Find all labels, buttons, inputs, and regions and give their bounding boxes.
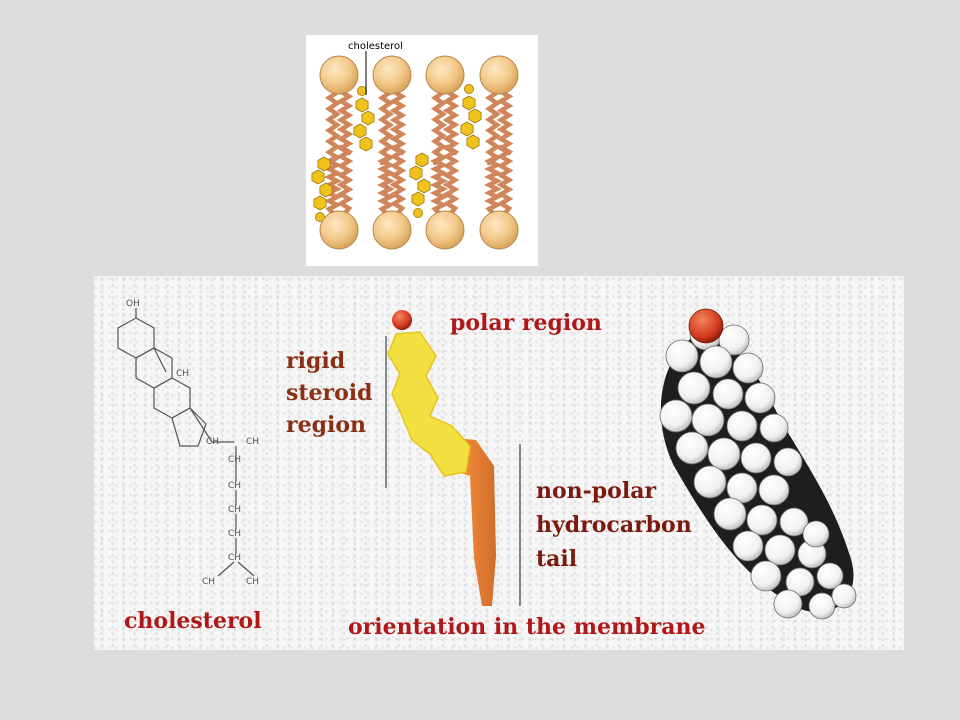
cholesterol-molecule xyxy=(311,156,333,222)
hydrogen-carbon-atom xyxy=(677,371,711,405)
membrane-bilayer-diagram: cholesterol xyxy=(306,35,538,266)
ring-b xyxy=(135,347,173,389)
lipid-tail xyxy=(496,144,514,216)
ring-a xyxy=(117,317,155,359)
hydrogen-carbon-atom xyxy=(802,520,830,548)
formula-ch2-b: CH xyxy=(228,505,241,515)
hydrogen-carbon-atom xyxy=(746,504,778,536)
hydrogen-carbon-atom xyxy=(665,339,699,373)
rigid-steroid-label: rigid steroid region xyxy=(286,348,373,438)
cholesterol-molecule xyxy=(409,152,431,218)
membrane-bilayer-svg: cholesterol xyxy=(311,41,519,250)
lipid-tail xyxy=(430,84,448,166)
lipid-tail xyxy=(336,144,354,216)
cholesterol-title: cholesterol xyxy=(124,608,262,634)
formula-labels: OH CH CH CH CH CH CH CH CH CH CH xyxy=(126,299,259,587)
hydrogen-carbon-atom xyxy=(659,399,693,433)
lipid-tail xyxy=(483,154,503,216)
hydrogen-carbon-atom xyxy=(758,474,790,506)
lipid-head xyxy=(372,55,412,95)
nonpolar-label-line1: non-polar xyxy=(536,478,656,504)
ring-d xyxy=(171,407,207,447)
cholesterol-molecule xyxy=(353,86,375,152)
lipid-head xyxy=(319,210,359,250)
orientation-label: orientation in the membrane xyxy=(348,614,705,640)
hydrogen-carbon-atom xyxy=(732,530,764,562)
lipid-tail xyxy=(442,84,460,156)
lipid-head xyxy=(372,210,412,250)
formula-ch3-a: CH xyxy=(206,437,219,447)
formula-ch2-a: CH xyxy=(228,481,241,491)
hydrogen-carbon-atom xyxy=(764,534,796,566)
nonpolar-tail-label: non-polar hydrocarbon tail xyxy=(536,478,692,572)
hydrogen-carbon-atom xyxy=(726,410,758,442)
hydrogen-carbon-atom xyxy=(759,413,789,443)
cholesterol-structure-panel: OH CH CH CH CH CH CH CH CH CH CH cholest… xyxy=(94,276,904,650)
lipid-heads xyxy=(319,55,519,250)
hydrogen-carbon-atom xyxy=(712,378,744,410)
formula-ch3-c: CH xyxy=(202,577,215,587)
polar-region-label: polar region xyxy=(450,310,602,336)
rigid-label-line2: steroid xyxy=(286,380,373,406)
formula-oh: OH xyxy=(126,299,140,309)
rigid-label-line3: region xyxy=(286,412,366,438)
formula-ch-tail: CH xyxy=(228,553,241,563)
lipid-tail xyxy=(429,154,449,216)
lipid-tail xyxy=(496,84,514,156)
rigid-label-line1: rigid xyxy=(286,348,345,374)
hydrogen-carbon-atom xyxy=(785,567,815,597)
hydrogen-carbon-atom xyxy=(831,583,857,609)
lipid-head xyxy=(479,210,519,250)
formula-ch: CH xyxy=(228,455,241,465)
membrane-cholesterol-label: cholesterol xyxy=(348,41,403,52)
lipid-head xyxy=(319,55,359,95)
lipid-tail xyxy=(336,84,354,156)
formula-ch3-b: CH xyxy=(246,437,259,447)
hydrogen-carbon-atom xyxy=(707,437,741,471)
formula-ch3-d: CH xyxy=(246,577,259,587)
lipid-tail xyxy=(376,154,396,216)
hydrogen-carbon-atom xyxy=(699,345,733,379)
cholesterol-structure-svg: OH CH CH CH CH CH CH CH CH CH CH cholest… xyxy=(117,299,857,640)
nonpolar-label-line3: tail xyxy=(536,546,577,572)
polar-head-icon xyxy=(392,310,412,330)
lipid-tail xyxy=(324,84,342,166)
lipid-tail xyxy=(389,144,407,216)
rigid-steroid-shape xyxy=(387,331,471,477)
hydrogen-carbon-atom xyxy=(750,560,782,592)
lipid-head xyxy=(479,55,519,95)
hydrogen-carbon-atom xyxy=(693,465,727,499)
hydrogen-carbon-atom xyxy=(816,562,844,590)
space-filling-model xyxy=(659,308,857,620)
hydrogen-carbon-atom xyxy=(713,497,747,531)
ring-c xyxy=(153,377,191,419)
cholesterol-molecules xyxy=(311,84,482,222)
hydrogen-carbon-atom xyxy=(773,589,803,619)
lipid-tail xyxy=(442,144,460,216)
hydrogen-carbon-atom xyxy=(773,447,803,477)
hydrogen-carbon-atom xyxy=(779,507,809,537)
hydrogen-carbon-atom xyxy=(808,592,836,620)
formula-ch2-c: CH xyxy=(228,529,241,539)
orientation-schematic xyxy=(385,310,521,606)
nonpolar-label-line2: hydrocarbon xyxy=(536,512,692,538)
hydrogen-carbon-atom xyxy=(740,442,772,474)
hydrogen-carbon-atom xyxy=(718,324,750,356)
hydrogen-carbon-atom xyxy=(691,403,725,437)
lipid-tail xyxy=(389,84,407,156)
oxygen-atom xyxy=(688,308,724,344)
formula-ch3-ring: CH xyxy=(176,369,189,379)
lipid-tails xyxy=(323,84,514,216)
hydrogen-carbon-atom xyxy=(744,382,776,414)
hydrogen-carbon-atom xyxy=(675,431,709,465)
lipid-head xyxy=(425,210,465,250)
lipid-head xyxy=(425,55,465,95)
nonpolar-tail-shape xyxy=(434,436,496,606)
hydrogen-carbon-atom xyxy=(732,352,764,384)
lipid-tail xyxy=(484,84,502,166)
lipid-tail xyxy=(377,84,395,166)
structural-formula xyxy=(117,308,255,577)
cholesterol-molecule xyxy=(460,84,482,150)
